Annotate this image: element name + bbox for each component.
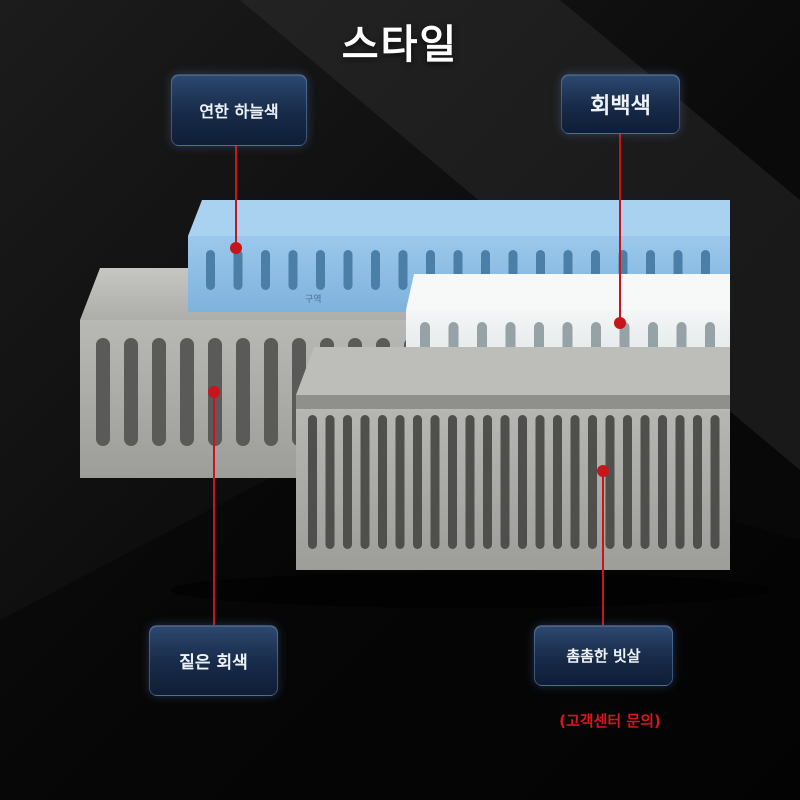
duct-slot bbox=[693, 415, 702, 549]
duct-slot bbox=[308, 415, 317, 549]
customer-center-note: (고객센터 문의) bbox=[559, 712, 661, 730]
duct-slot bbox=[465, 415, 475, 549]
duct-slot bbox=[570, 415, 580, 549]
callout-dense-slots: 촘촘한 빗살 bbox=[534, 625, 673, 686]
page-title: 스타일 bbox=[341, 22, 459, 68]
floor-shadow bbox=[170, 572, 770, 608]
callout-light-sky-blue: 연한 하늘색 bbox=[171, 74, 307, 146]
duct-slot bbox=[448, 415, 457, 549]
duct-slot bbox=[233, 250, 243, 290]
duct-slot bbox=[343, 415, 352, 549]
duct-slot bbox=[360, 415, 370, 549]
duct-slot bbox=[623, 415, 632, 549]
duct-slot bbox=[371, 250, 380, 290]
duct-slot bbox=[518, 415, 527, 549]
duct-slot bbox=[236, 338, 250, 446]
duct-slot bbox=[180, 338, 194, 446]
callout-label: 촘촘한 빗살 bbox=[566, 647, 641, 665]
duct-slot bbox=[325, 415, 335, 549]
duct-slot bbox=[96, 338, 110, 446]
duct-slot bbox=[605, 415, 615, 549]
callout-greyish-white: 회백색 bbox=[561, 74, 680, 134]
duct-slot bbox=[430, 415, 440, 549]
callout-label: 연한 하늘색 bbox=[199, 102, 279, 121]
duct-slot bbox=[206, 250, 215, 290]
duct-slot bbox=[288, 250, 298, 290]
duct-slot bbox=[398, 250, 408, 290]
duct-slot bbox=[316, 250, 325, 290]
duct-slot bbox=[343, 250, 353, 290]
duct-slot bbox=[395, 415, 405, 549]
duct-slot bbox=[535, 415, 545, 549]
duct-slot bbox=[588, 415, 597, 549]
callout-label: 짙은 회색 bbox=[179, 653, 248, 673]
callout-dot bbox=[208, 386, 220, 398]
duct-slot bbox=[483, 415, 492, 549]
duct-print-text: 구역 bbox=[305, 294, 322, 305]
callout-dark-grey: 짙은 회색 bbox=[149, 625, 278, 696]
duct-slot bbox=[261, 250, 270, 290]
duct-slot bbox=[658, 415, 667, 549]
callout-dot bbox=[597, 465, 609, 477]
duct-slot bbox=[640, 415, 650, 549]
duct-slot bbox=[675, 415, 685, 549]
duct-slot bbox=[378, 415, 387, 549]
callout-dot bbox=[230, 242, 242, 254]
duct-slot bbox=[264, 338, 278, 446]
dense-slot-duct bbox=[296, 347, 730, 570]
callout-dot bbox=[614, 317, 626, 329]
callout-label: 회백색 bbox=[590, 94, 651, 119]
duct-slot bbox=[413, 415, 422, 549]
duct-slot bbox=[124, 338, 138, 446]
duct-slot bbox=[500, 415, 510, 549]
duct-slot bbox=[152, 338, 166, 446]
duct-slot bbox=[553, 415, 562, 549]
duct-slot bbox=[710, 415, 720, 549]
